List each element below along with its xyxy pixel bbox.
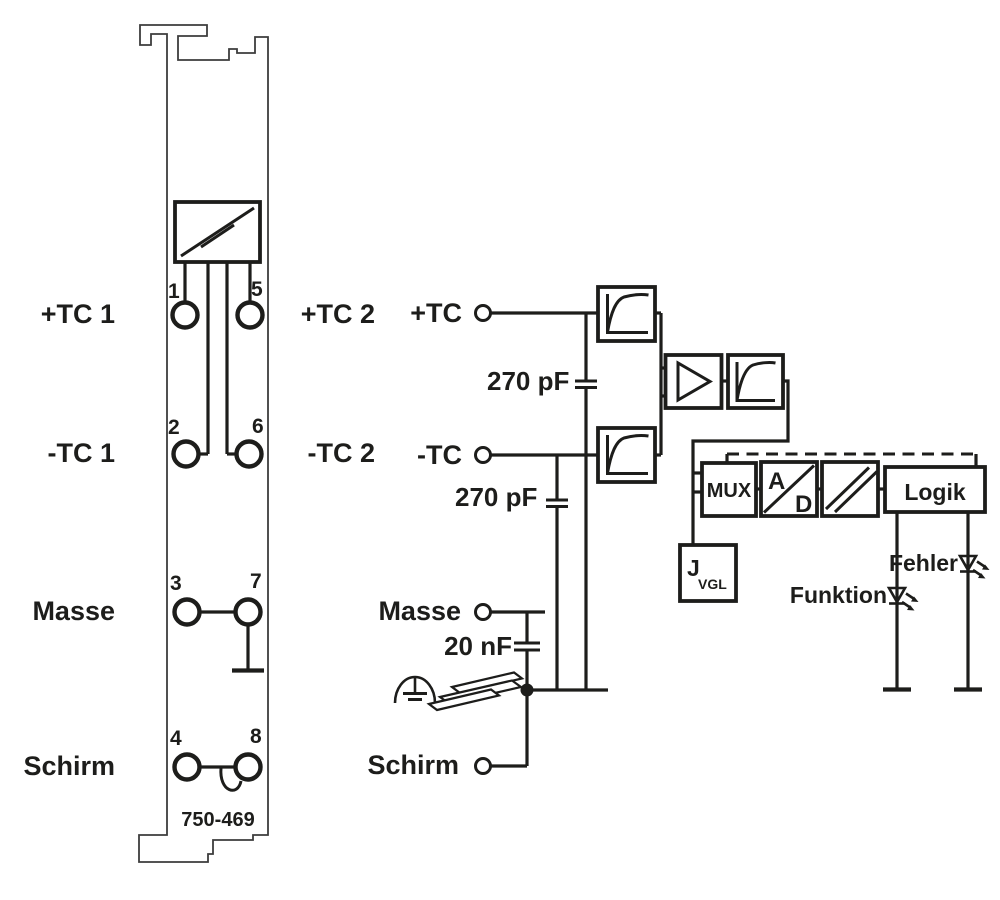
signal-circuit: +TC -TC Masse Schirm 270 pF 270 pF 20 nF bbox=[367, 285, 990, 780]
mux-box: MUX bbox=[700, 461, 758, 518]
part-number: 750-469 bbox=[181, 809, 254, 831]
terminal-circle-4 bbox=[172, 752, 202, 782]
terminal-number-8: 8 bbox=[250, 725, 262, 748]
cap1-label: 270 pF bbox=[487, 366, 569, 396]
terminal-circle-8 bbox=[233, 752, 263, 782]
din-rail-icon bbox=[426, 671, 525, 712]
cap2-label: 270 pF bbox=[455, 482, 537, 512]
label-masse-circuit: Masse bbox=[378, 596, 461, 626]
isolation-barrier-diag-a bbox=[824, 466, 871, 511]
filter-box-post-amp bbox=[726, 353, 785, 410]
logic-label: Logik bbox=[904, 479, 966, 505]
logic-box: Logik bbox=[883, 465, 987, 514]
ad-converter-box: A D bbox=[759, 460, 819, 518]
label-tc-plus: +TC bbox=[410, 298, 462, 328]
ad-diagonal bbox=[762, 464, 816, 514]
junction-dot bbox=[520, 683, 534, 697]
ad-label-a: A bbox=[768, 468, 785, 495]
isolation-diagonal-short bbox=[200, 223, 235, 249]
terminal-circle-7 bbox=[233, 597, 263, 627]
terminal-number-7: 7 bbox=[250, 570, 262, 593]
terminal-circle-1 bbox=[170, 300, 200, 330]
channel2-labels: +TC 2 -TC 2 bbox=[301, 299, 375, 468]
input-terminal-schirm bbox=[474, 757, 492, 775]
led-function-icon bbox=[886, 586, 919, 611]
wire-to-mux bbox=[691, 379, 790, 545]
label-tc1-plus: +TC 1 bbox=[41, 299, 115, 329]
amplifier-triangle-icon bbox=[676, 360, 713, 403]
label-masse-left: Masse bbox=[32, 596, 115, 626]
label-funktion: Funktion bbox=[790, 582, 887, 608]
terminal-circle-5 bbox=[235, 300, 265, 330]
isolation-barrier-diag-b bbox=[833, 470, 879, 514]
terminal-number-1: 1 bbox=[168, 280, 180, 303]
filter-curve-icon bbox=[606, 435, 648, 475]
jvgl-label-sub: VGL bbox=[698, 576, 727, 592]
label-tc2-minus: -TC 2 bbox=[308, 438, 376, 468]
led-error-icon bbox=[957, 554, 990, 579]
terminal-circle-6 bbox=[234, 439, 264, 469]
cjc-jvgl-box: J VGL bbox=[678, 543, 738, 603]
mux-label: MUX bbox=[707, 480, 752, 502]
amplifier-box bbox=[663, 353, 724, 410]
jvgl-label-j: J bbox=[687, 555, 700, 581]
label-schirm-left: Schirm bbox=[23, 751, 115, 781]
terminal-number-4: 4 bbox=[170, 727, 182, 750]
shield-hook-icon bbox=[219, 767, 243, 792]
filter-box-tc-plus bbox=[596, 285, 657, 343]
terminal-circle-2 bbox=[171, 439, 201, 469]
input-terminal-tc-minus bbox=[474, 446, 492, 464]
module-silhouette bbox=[138, 24, 269, 863]
earth-symbol-icon bbox=[393, 675, 437, 704]
cap3-label: 20 nF bbox=[444, 631, 512, 661]
input-terminal-masse bbox=[474, 603, 492, 621]
terminal-number-5: 5 bbox=[251, 278, 263, 301]
isolation-diagonal-long bbox=[180, 206, 255, 258]
filter-curve-icon bbox=[606, 294, 648, 334]
io-module: 1 5 2 6 3 7 4 8 750-469 +TC 1 -TC 1 Mass… bbox=[23, 24, 269, 863]
terminal-number-3: 3 bbox=[170, 572, 182, 595]
label-schirm-circuit: Schirm bbox=[367, 750, 459, 780]
label-tc2-plus: +TC 2 bbox=[301, 299, 375, 329]
label-tc-minus: -TC bbox=[417, 440, 462, 470]
terminal-number-6: 6 bbox=[252, 415, 264, 438]
terminal-number-2: 2 bbox=[168, 416, 180, 439]
filter-box-tc-minus bbox=[596, 426, 657, 484]
isolation-barrier-box bbox=[820, 460, 880, 518]
filter-curve-icon bbox=[735, 362, 775, 402]
label-fehler: Fehler bbox=[889, 550, 958, 576]
input-terminal-tc-plus bbox=[474, 304, 492, 322]
terminal-circle-3 bbox=[172, 597, 202, 627]
ad-label-d: D bbox=[795, 491, 812, 518]
label-tc1-minus: -TC 1 bbox=[48, 438, 116, 468]
